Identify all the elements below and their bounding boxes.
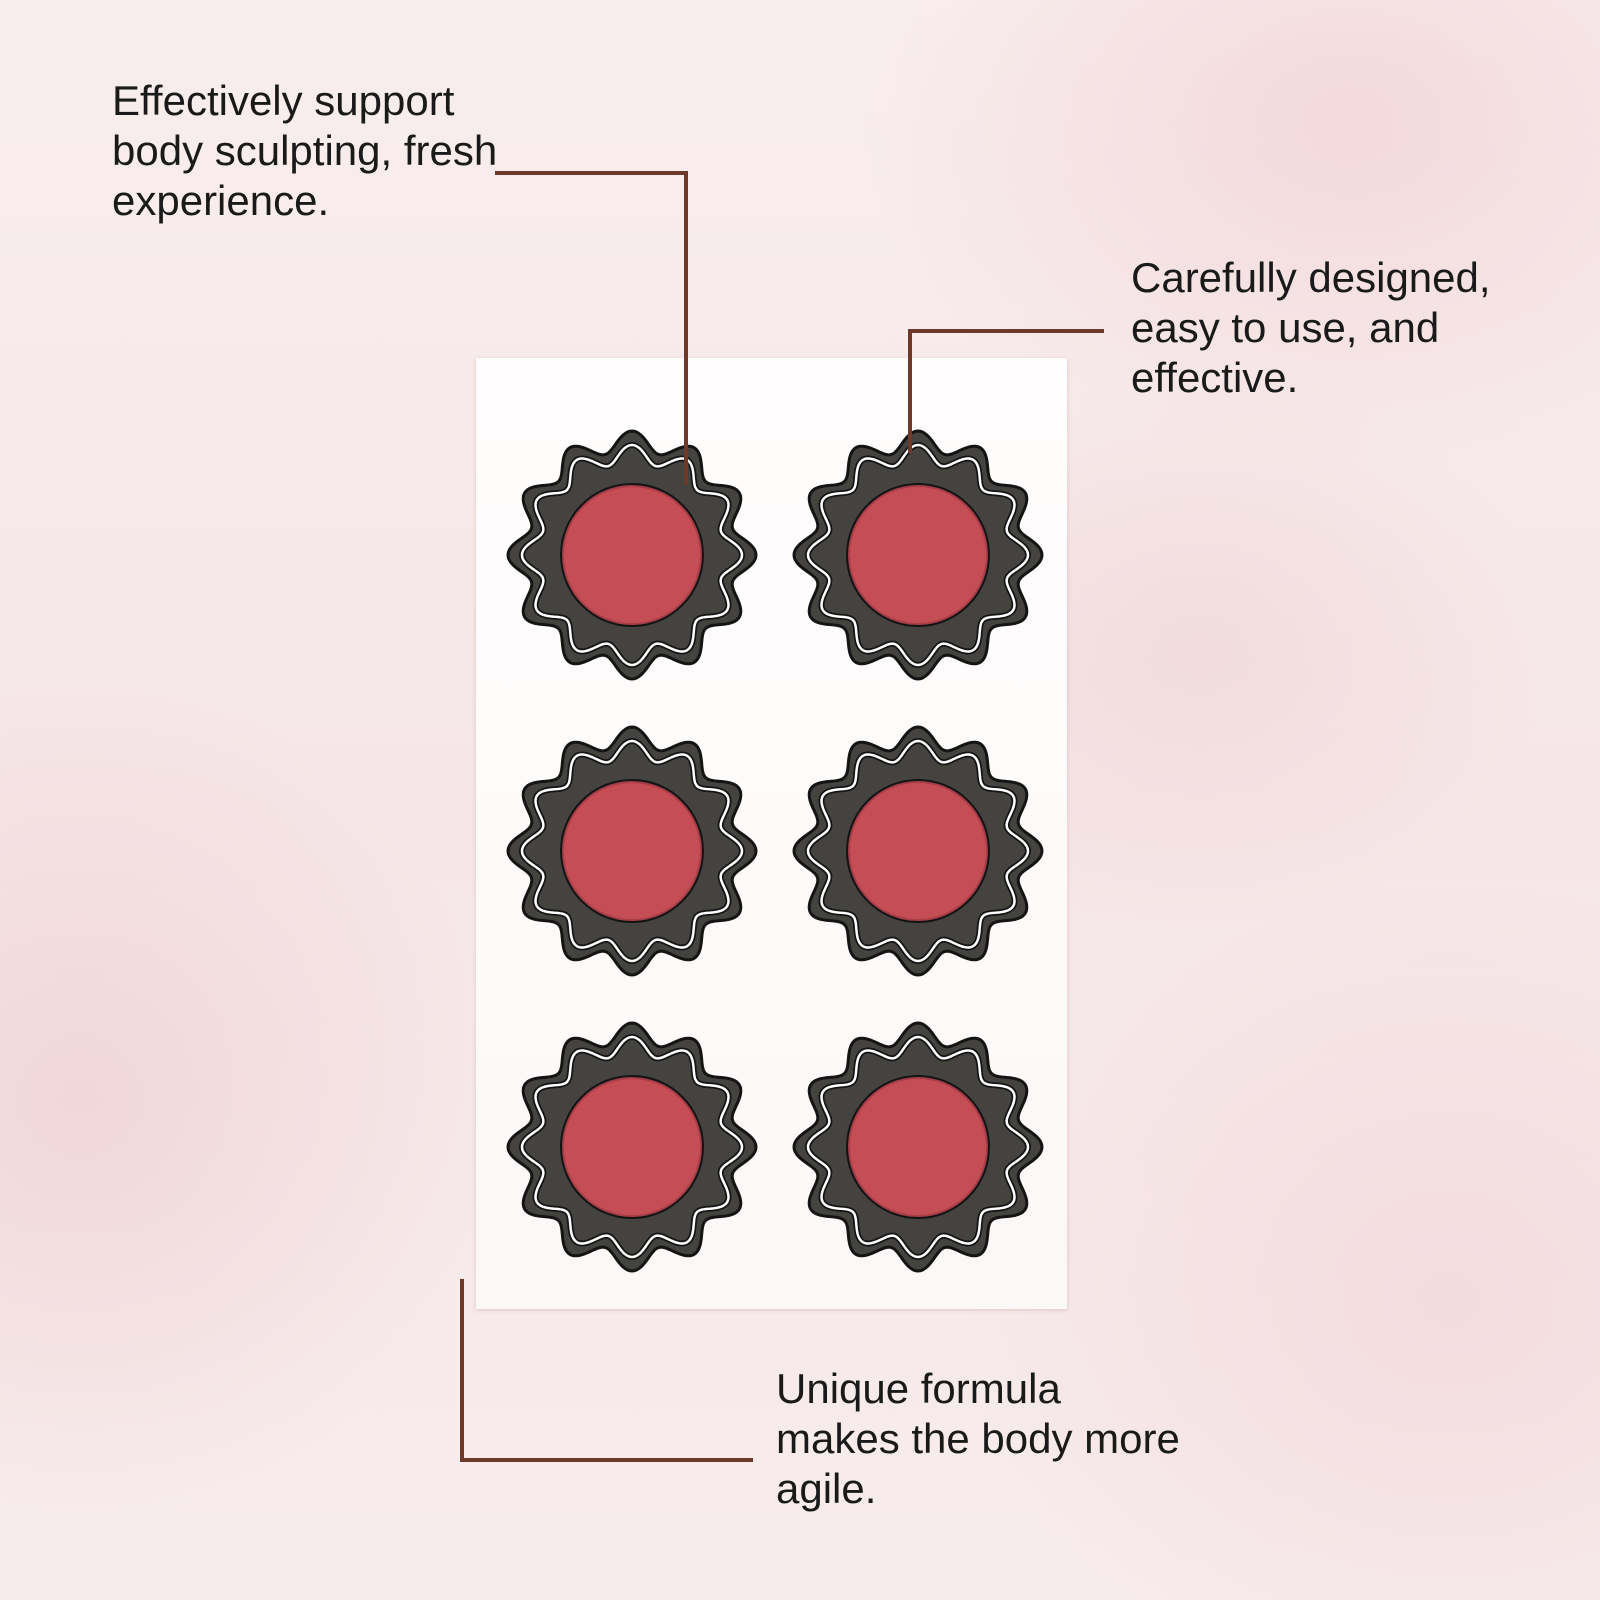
patch-2-center-edge xyxy=(846,483,990,627)
patch-5-center-edge xyxy=(560,1075,704,1219)
patch-1 xyxy=(506,429,758,681)
patch-2-center xyxy=(848,485,988,625)
callout-3-line-2: makes the body more xyxy=(776,1415,1180,1462)
patch-6-center-edge xyxy=(846,1075,990,1219)
patch-5 xyxy=(506,1021,758,1273)
patch-3 xyxy=(506,725,758,977)
patch-3-center xyxy=(562,781,702,921)
callout-text-2: Carefully designed, easy to use, and eff… xyxy=(1131,253,1491,403)
callout-text-3: Unique formula makes the body more agile… xyxy=(776,1364,1180,1514)
patch-6-wave-line xyxy=(806,1035,1030,1259)
callout-1-line-1: Effectively support xyxy=(112,77,455,124)
patch-5-wave-line xyxy=(520,1035,744,1259)
patch-6-center xyxy=(848,1077,988,1217)
callout-1-line-2: body sculpting, fresh xyxy=(112,127,498,174)
callout-2-line-1: Carefully designed, xyxy=(1131,254,1491,301)
patch-1-center xyxy=(562,485,702,625)
patch-3-wave-line xyxy=(520,739,744,963)
callout-3-line-1: Unique formula xyxy=(776,1365,1061,1412)
patch-2 xyxy=(792,429,1044,681)
patch-4-wave-line xyxy=(806,739,1030,963)
callout-3-line-3: agile. xyxy=(776,1465,877,1512)
patch-4 xyxy=(792,725,1044,977)
callout-1-line-3: experience. xyxy=(112,177,330,224)
patch-2-wave-line xyxy=(806,443,1030,667)
patch-1-wave-line xyxy=(520,443,744,667)
callout-2-line-2: easy to use, and xyxy=(1131,304,1440,351)
patch-3-center-edge xyxy=(560,779,704,923)
callout-text-1: Effectively support body sculpting, fres… xyxy=(112,76,497,226)
patch-5-center xyxy=(562,1077,702,1217)
patch-4-center xyxy=(848,781,988,921)
callout-2-line-3: effective. xyxy=(1131,354,1299,401)
patch-4-center-edge xyxy=(846,779,990,923)
patch-6 xyxy=(792,1021,1044,1273)
